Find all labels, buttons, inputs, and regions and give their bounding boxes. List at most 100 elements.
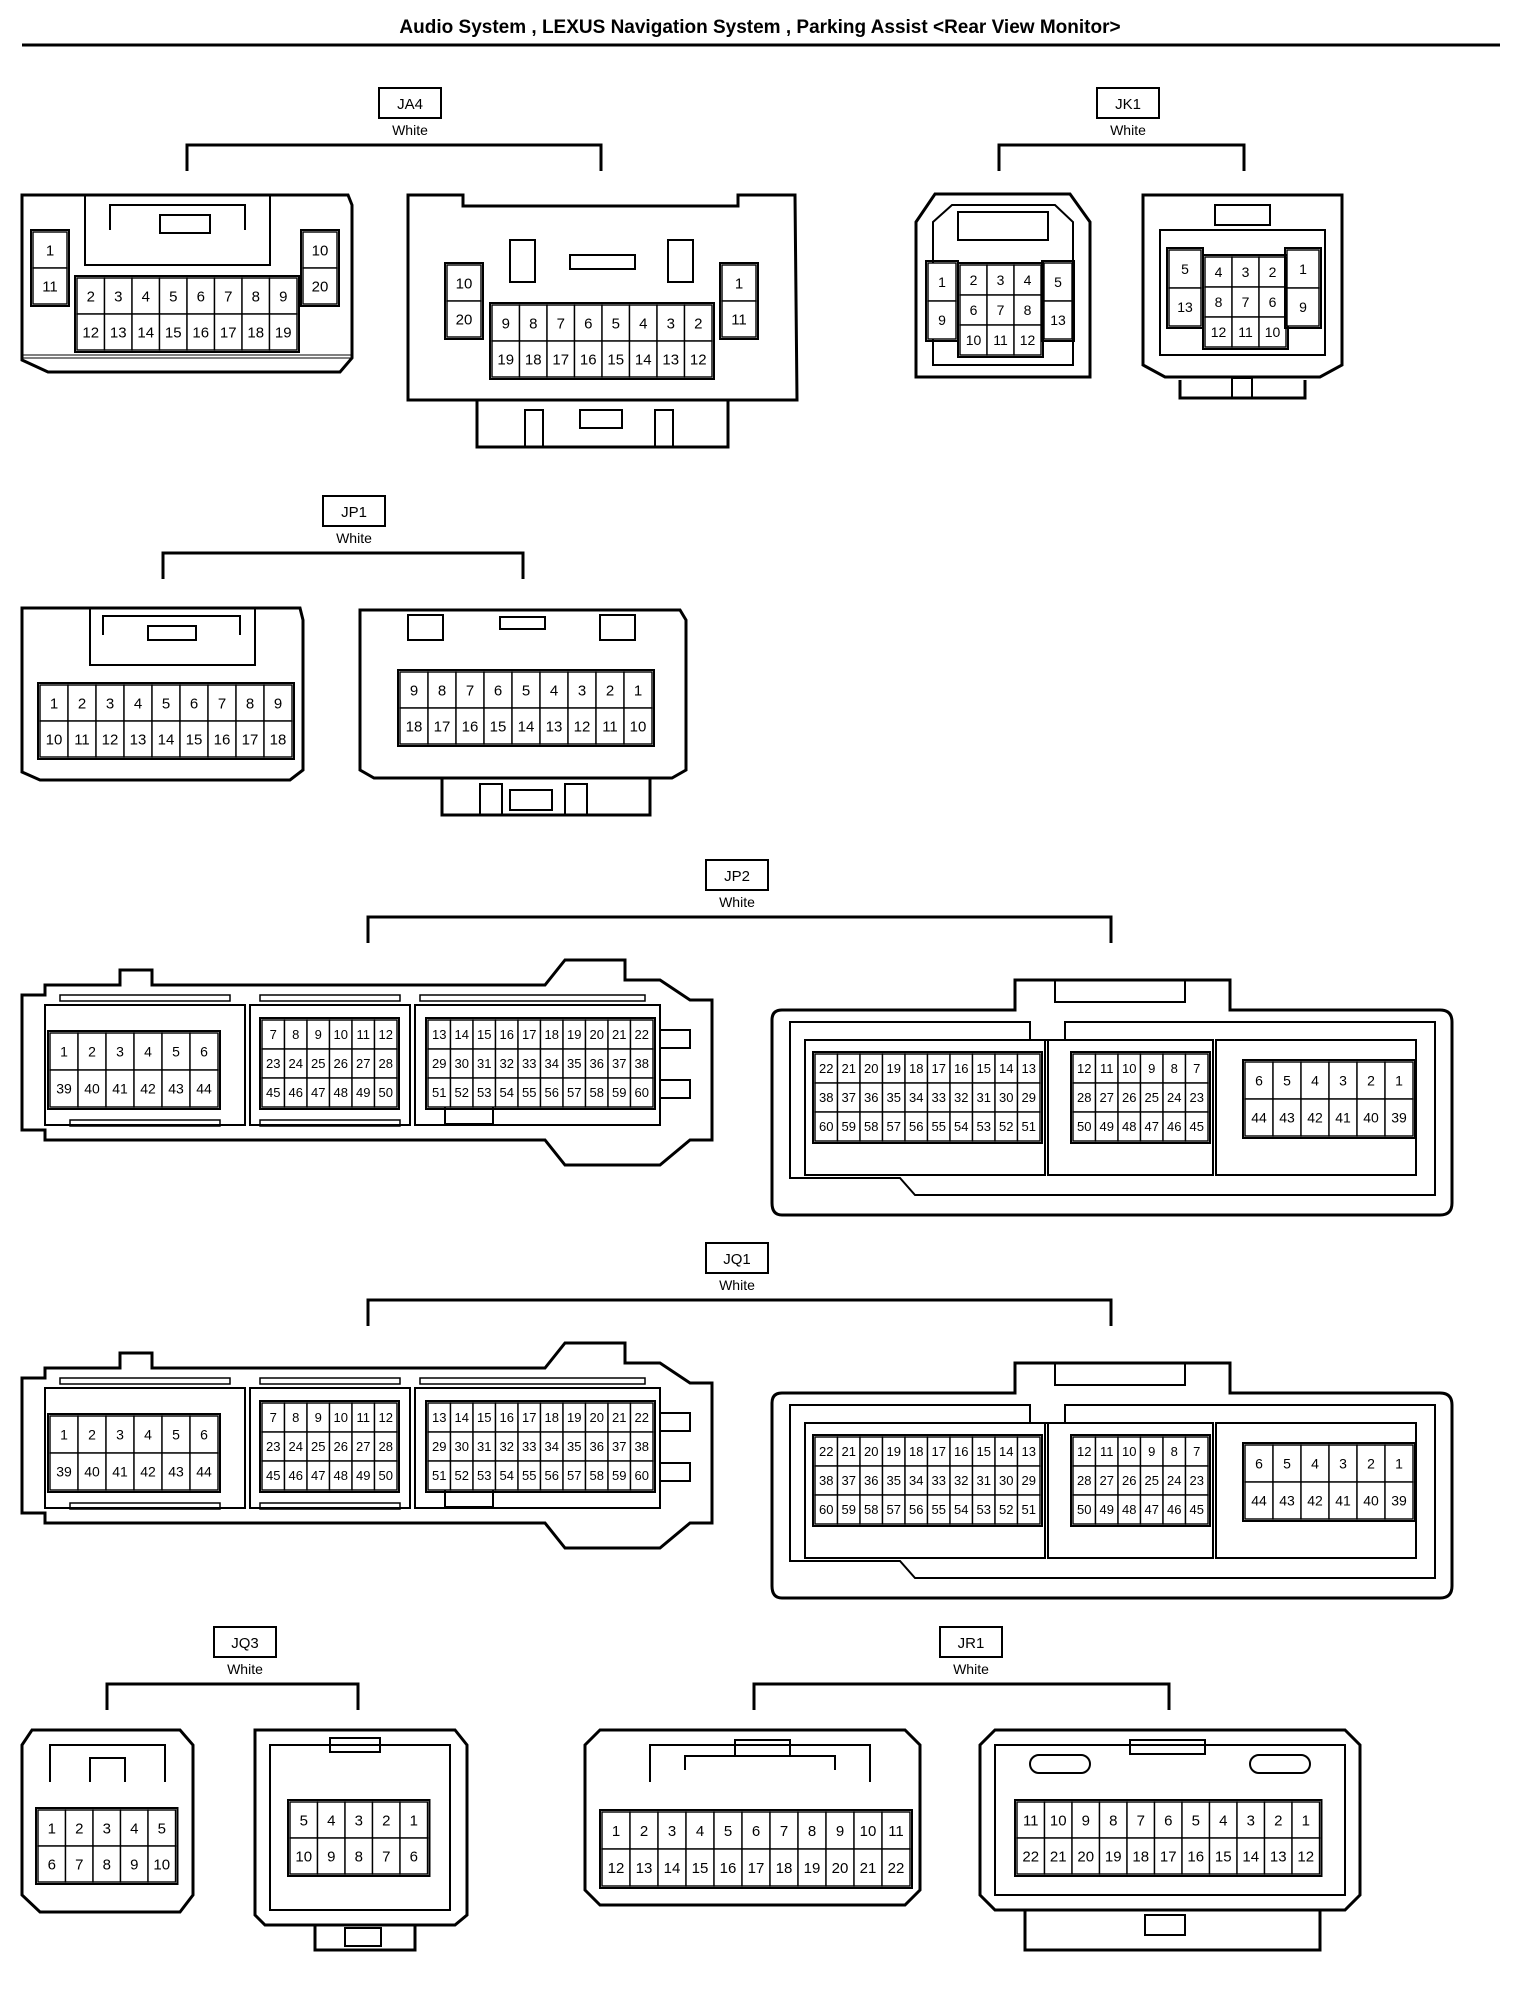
pin-cell <box>986 264 1015 296</box>
pin-number: 5 <box>158 1820 166 1837</box>
pin-6: 6 <box>399 1837 429 1875</box>
housing-rib <box>419 994 646 1002</box>
pin-12: 12 <box>373 1019 398 1050</box>
pin-cell <box>656 340 686 378</box>
pin-3: 3 <box>344 1801 374 1839</box>
pin-number: 15 <box>165 324 182 341</box>
pin-number: 10 <box>1122 1444 1136 1459</box>
side-pin-grid: 19 <box>925 260 959 342</box>
pin-cell <box>1286 287 1320 327</box>
pin-cell <box>628 340 658 378</box>
pin-cell <box>1291 1801 1321 1839</box>
pin-14: 14 <box>1236 1837 1266 1875</box>
pin-20: 20 <box>446 300 482 338</box>
latch-outline <box>957 211 1049 241</box>
pin-number: 37 <box>612 1056 626 1071</box>
pin-number: 12 <box>1211 324 1227 340</box>
pin-5: 5 <box>1168 249 1202 289</box>
pin-number: 5 <box>162 695 170 712</box>
pin-number: 54 <box>500 1085 514 1100</box>
pin-54: 54 <box>949 1494 974 1525</box>
pin-14: 14 <box>131 313 161 351</box>
pin-cell <box>105 1452 135 1491</box>
pin-9: 9 <box>306 1019 331 1050</box>
pin-number: 41 <box>1335 1110 1351 1126</box>
pin-60: 60 <box>814 1111 839 1142</box>
pin-number: 29 <box>432 1439 446 1454</box>
pin-35: 35 <box>562 1431 587 1462</box>
pin-18: 18 <box>539 1402 564 1433</box>
pin-number: 32 <box>954 1473 968 1488</box>
pin-10: 10 <box>328 1019 353 1050</box>
pin-1: 1 <box>623 671 653 709</box>
pin-48: 48 <box>1117 1111 1142 1142</box>
connector-bracket <box>185 143 603 171</box>
pin-cell <box>1231 256 1260 288</box>
connector-color: White <box>719 894 755 910</box>
pin-13: 13 <box>427 1019 452 1050</box>
pin-44: 44 <box>1244 1098 1274 1137</box>
pin-30: 30 <box>449 1048 474 1079</box>
pin-41: 41 <box>1328 1098 1358 1137</box>
pin-36: 36 <box>859 1465 884 1496</box>
pin-6: 6 <box>186 277 216 315</box>
housing-rib <box>59 1377 231 1385</box>
pin-17: 17 <box>213 313 243 351</box>
pin-number: 24 <box>289 1439 303 1454</box>
pin-number: 9 <box>274 695 282 712</box>
pin-number: 8 <box>292 1027 299 1042</box>
connector-color: White <box>953 1661 989 1677</box>
pin-number: 52 <box>455 1085 469 1100</box>
pin-9: 9 <box>306 1402 331 1433</box>
pin-5: 5 <box>1272 1061 1302 1100</box>
latch-outline <box>89 1757 126 1782</box>
pin-16: 16 <box>186 313 216 351</box>
pin-cell <box>131 277 161 315</box>
pin-49: 49 <box>351 1460 376 1491</box>
pin-1: 1 <box>1291 1801 1321 1839</box>
pin-number: 33 <box>522 1056 536 1071</box>
connector-bracket <box>105 1682 360 1710</box>
pin-cell <box>1244 1098 1274 1137</box>
pin-8: 8 <box>1013 294 1042 326</box>
pin-19: 19 <box>268 313 298 351</box>
pin-9: 9 <box>1139 1053 1164 1084</box>
housing-outline <box>358 608 688 780</box>
pin-number: 5 <box>1283 1456 1291 1472</box>
cavity-block <box>1242 1442 1416 1522</box>
pin-number: 2 <box>78 695 86 712</box>
pin-12: 12 <box>1204 316 1233 348</box>
pin-number: 30 <box>999 1473 1013 1488</box>
housing-section <box>804 1422 1046 1559</box>
pin-number: 25 <box>311 1056 325 1071</box>
pin-number: 22 <box>888 1860 905 1877</box>
pin-9: 9 <box>399 671 429 709</box>
pin-34: 34 <box>904 1082 929 1113</box>
pin-number: 47 <box>311 1085 325 1100</box>
pin-47: 47 <box>1139 1111 1164 1142</box>
pin-number: 12 <box>379 1027 393 1042</box>
pin-number: 25 <box>311 1439 325 1454</box>
housing-rib <box>259 1119 401 1127</box>
pin-cell <box>629 1460 654 1491</box>
pin-number: 13 <box>1177 299 1193 315</box>
pin-40: 40 <box>77 1069 107 1108</box>
pin-55: 55 <box>517 1077 542 1108</box>
pin-cell <box>959 324 988 356</box>
pin-cell <box>601 340 631 378</box>
pin-number: 51 <box>432 1468 446 1483</box>
latch-outline <box>684 1755 836 1770</box>
pin-10: 10 <box>1117 1053 1142 1084</box>
pin-number: 18 <box>545 1410 559 1425</box>
pin-10: 10 <box>1043 1801 1073 1839</box>
pin-6: 6 <box>1258 286 1287 318</box>
pin-number: 8 <box>292 1410 299 1425</box>
pin-46: 46 <box>1162 1111 1187 1142</box>
pin-cell <box>316 1801 346 1839</box>
pin-cell <box>601 1848 631 1887</box>
pin-7: 7 <box>207 684 237 722</box>
pin-8: 8 <box>1162 1053 1187 1084</box>
pin-number: 4 <box>144 1044 152 1060</box>
pin-number: 24 <box>1167 1473 1181 1488</box>
pin-57: 57 <box>562 1077 587 1108</box>
